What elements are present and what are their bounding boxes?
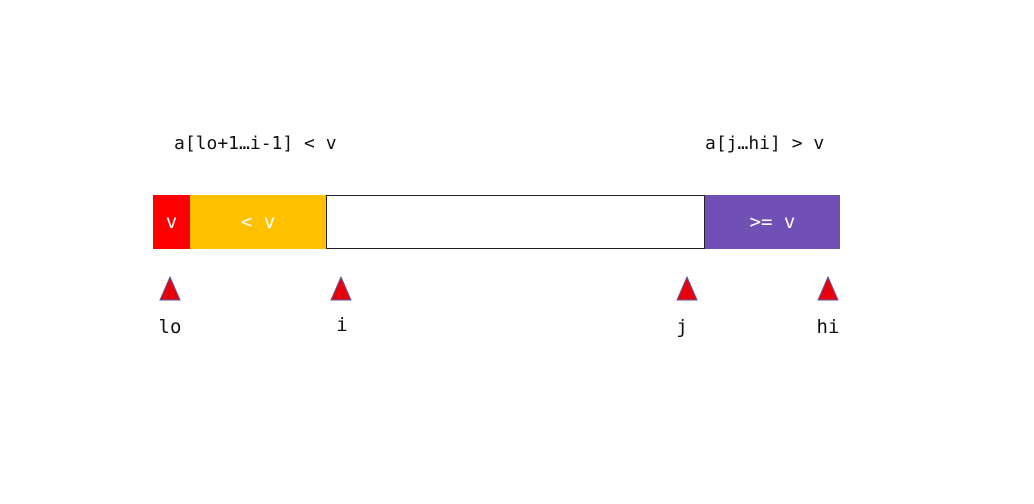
greater-equal-segment: >= v <box>705 195 840 249</box>
right-region-label: a[j…hi] > v <box>705 133 825 154</box>
pivot-segment: v <box>153 195 190 249</box>
pointer-i-label: i <box>336 314 348 336</box>
left-region-label: a[lo+1…i-1] < v <box>174 133 337 154</box>
pointer-lo-label: lo <box>158 316 182 338</box>
less-than-segment: < v <box>190 195 326 249</box>
unpartitioned-segment <box>326 195 705 249</box>
pointer-hi-label: hi <box>816 316 840 338</box>
pointer-j-label: j <box>676 316 688 338</box>
